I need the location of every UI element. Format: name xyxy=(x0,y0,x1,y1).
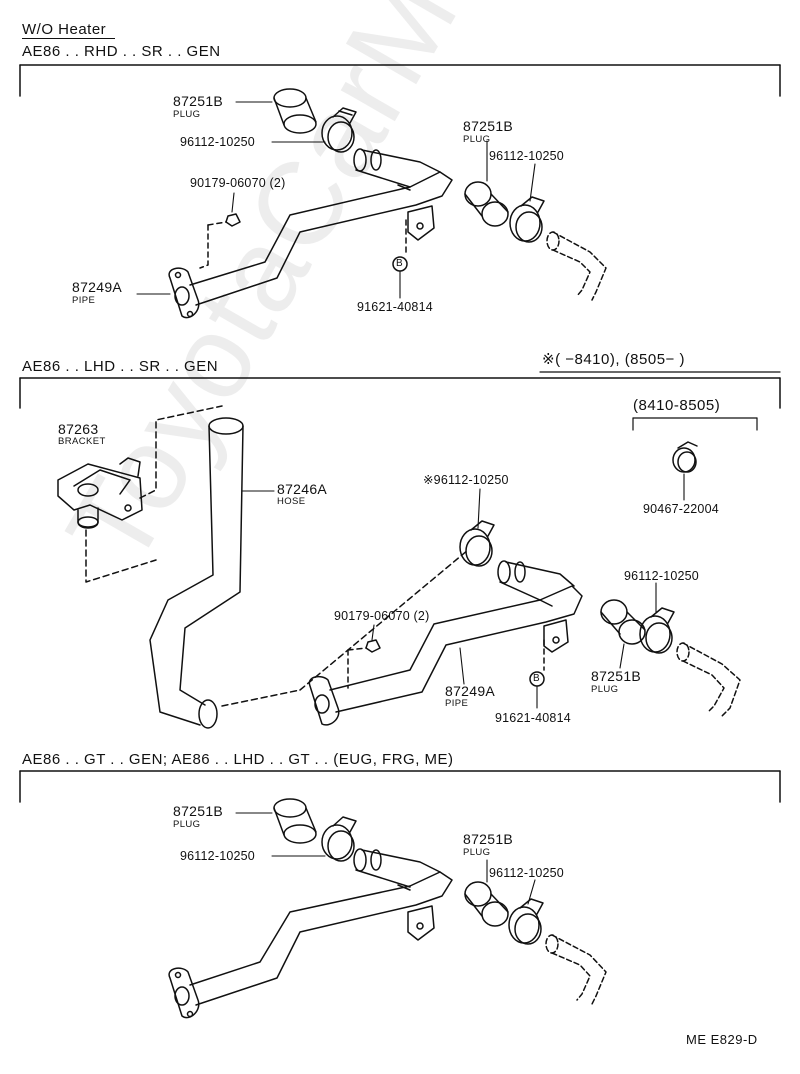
label-plug-2-sub: PLUG xyxy=(591,684,619,695)
clamp-96112-3a xyxy=(321,816,357,862)
plug-87251B-1b xyxy=(464,181,509,227)
clamp-96112-1b xyxy=(509,196,545,243)
plug-87251B-3b xyxy=(464,881,509,927)
section-3-frame xyxy=(19,770,781,803)
clamp-90467 xyxy=(672,441,698,473)
clamp-96112-3b xyxy=(508,898,544,945)
callout-b-2: B xyxy=(533,673,540,684)
section-3-art xyxy=(168,798,607,1019)
label-pipe-1: 87249A xyxy=(72,279,123,295)
hose-87246A xyxy=(149,417,244,729)
label-pipe-2: 87249A xyxy=(445,683,496,699)
section-1-title: AE86 . . RHD . . SR . . GEN xyxy=(22,43,221,60)
plug-87251B-2 xyxy=(600,599,646,645)
section-1-art xyxy=(136,88,607,319)
pipe-87249A-2 xyxy=(308,560,583,726)
label-bracket-sub: BRACKET xyxy=(58,436,106,447)
plug-87251B-3a xyxy=(273,798,317,844)
hose-end-3 xyxy=(545,934,607,1005)
plug-87251B-1a xyxy=(273,88,317,134)
leaders-3 xyxy=(235,812,536,905)
label-plug-1b-sub: PLUG xyxy=(463,134,491,145)
bolt-90179-2 xyxy=(365,639,381,653)
label-plug-3b: 87251B xyxy=(463,831,514,847)
leaders-2 xyxy=(241,473,685,709)
label-clamp-1a: 96112-10250 xyxy=(180,135,255,149)
label-clamp-2b: 96112-10250 xyxy=(624,569,699,583)
label-plug-1a: 87251B xyxy=(173,93,224,109)
label-hose: 87246A xyxy=(277,481,328,497)
hose-end-1 xyxy=(546,231,607,301)
label-bolt-1: 90179-06070 (2) xyxy=(190,176,286,190)
leaders-1 xyxy=(136,101,536,299)
label-clamp-alt: 90467-22004 xyxy=(643,502,719,516)
label-plug-3b-sub: PLUG xyxy=(463,847,491,858)
range-note: ※( −8410), (8505− ) xyxy=(542,351,685,368)
label-clamp-1b: 96112-10250 xyxy=(489,149,564,163)
pipe-87249A-1 xyxy=(168,148,453,319)
bracket-87263 xyxy=(57,457,143,529)
pipe-87249A-3 xyxy=(168,848,453,1019)
label-plug-1a-sub: PLUG xyxy=(173,109,201,120)
section-1-frame xyxy=(19,64,781,97)
label-pipe-2-sub: PIPE xyxy=(445,698,469,709)
label-plug-2: 87251B xyxy=(591,668,642,684)
heater-label: W/O Heater xyxy=(22,21,107,38)
clamp-96112-2a xyxy=(459,520,495,567)
clamp-96112-2b xyxy=(639,607,675,654)
section-2-art xyxy=(57,405,741,729)
label-screw-2: 91621-40814 xyxy=(495,711,571,725)
callout-b-1: B xyxy=(396,258,403,269)
label-bracket: 87263 xyxy=(58,421,99,437)
label-plug-1b: 87251B xyxy=(463,118,514,134)
label-bolt-2: 90179-06070 (2) xyxy=(334,609,430,623)
label-screw-1: 91621-40814 xyxy=(357,300,433,314)
label-clamp-3a: 96112-10250 xyxy=(180,849,255,863)
section-2-title: AE86 . . LHD . . SR . . GEN xyxy=(22,358,219,375)
label-plug-3a: 87251B xyxy=(173,803,224,819)
sub-range: (8410-8505) xyxy=(633,397,721,414)
diagram-code: ME E829-D xyxy=(686,1032,758,1047)
label-pipe-1-sub: PIPE xyxy=(72,295,96,306)
hose-end-2 xyxy=(676,642,741,717)
heater-underline xyxy=(22,38,115,39)
label-hose-sub: HOSE xyxy=(277,496,306,507)
label-clamp-3b: 96112-10250 xyxy=(489,866,564,880)
section-2-frame xyxy=(19,371,781,409)
label-clamp-note: ※96112-10250 xyxy=(423,473,509,487)
bolt-90179-1 xyxy=(199,213,241,269)
range-bracket xyxy=(632,417,758,431)
clamp-96112-1a xyxy=(321,107,357,153)
label-plug-3a-sub: PLUG xyxy=(173,819,201,830)
section-3-title: AE86 . . GT . . GEN; AE86 . . LHD . . GT… xyxy=(22,751,454,768)
